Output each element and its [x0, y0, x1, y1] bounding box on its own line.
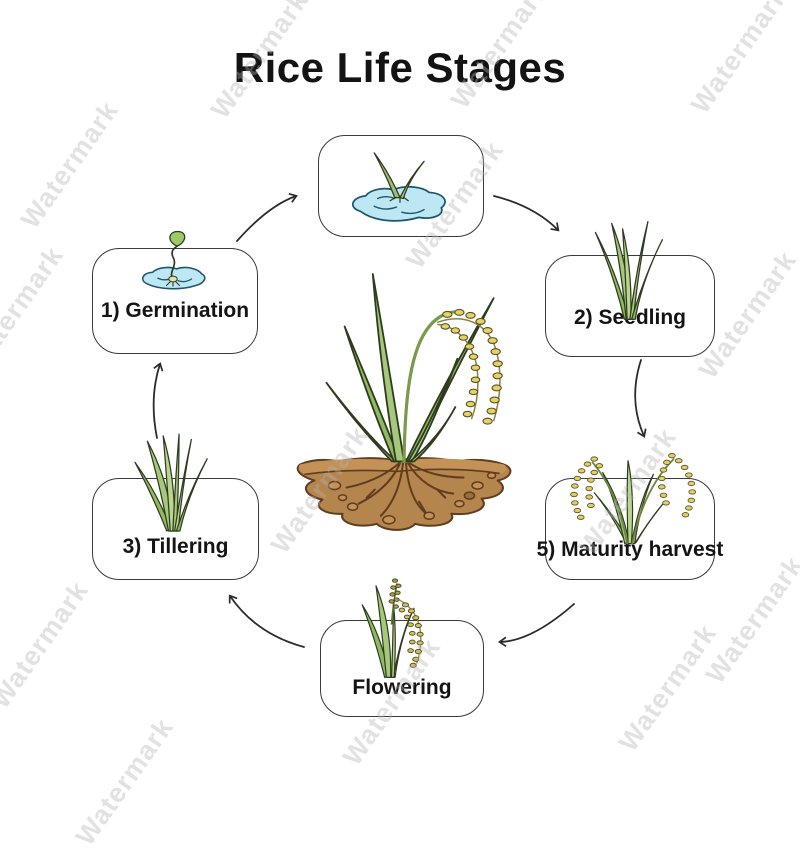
sprout-in-water-icon [352, 152, 446, 222]
stage-label-maturity: 5) Maturity harvest [536, 538, 724, 561]
plant-leaves [325, 273, 495, 463]
watermark-text: Watermark [0, 240, 70, 379]
watermark-text: Watermark [69, 712, 180, 851]
arrow-tillering-to-germination [152, 362, 164, 439]
grain-panicle [440, 308, 503, 425]
arrow-seedling-to-maturity [634, 359, 647, 438]
watermark-text: Watermark [612, 618, 723, 757]
soil-pebbles [327, 471, 497, 525]
watermark-text: Watermark [699, 550, 800, 689]
stage-box-flowering: Flowering [320, 620, 484, 717]
rice-plant-soil-illustration [296, 273, 512, 531]
tillering-icon [134, 433, 208, 532]
arrow-maturity-to-flowering [498, 603, 575, 648]
seedling-icon [594, 220, 663, 320]
watermark-text: Watermark [0, 575, 95, 714]
arrow-sprout-to-seedling [493, 195, 560, 232]
roots [345, 462, 465, 517]
arrow-flowering-to-tillering [228, 594, 305, 648]
arrow-germination-to-sprout [236, 192, 298, 242]
stage-label-flowering: Flowering [352, 676, 452, 699]
stage-label-germination: 1) Germination [100, 299, 250, 322]
flowering-rice-icon [361, 578, 424, 679]
page-title: Rice Life Stages [233, 44, 567, 91]
mature-rice-icon [570, 453, 697, 545]
stage-label-tillering: 3) Tillering [122, 535, 229, 558]
germination-icon [141, 231, 206, 290]
watermark-text: Watermark [14, 95, 125, 234]
